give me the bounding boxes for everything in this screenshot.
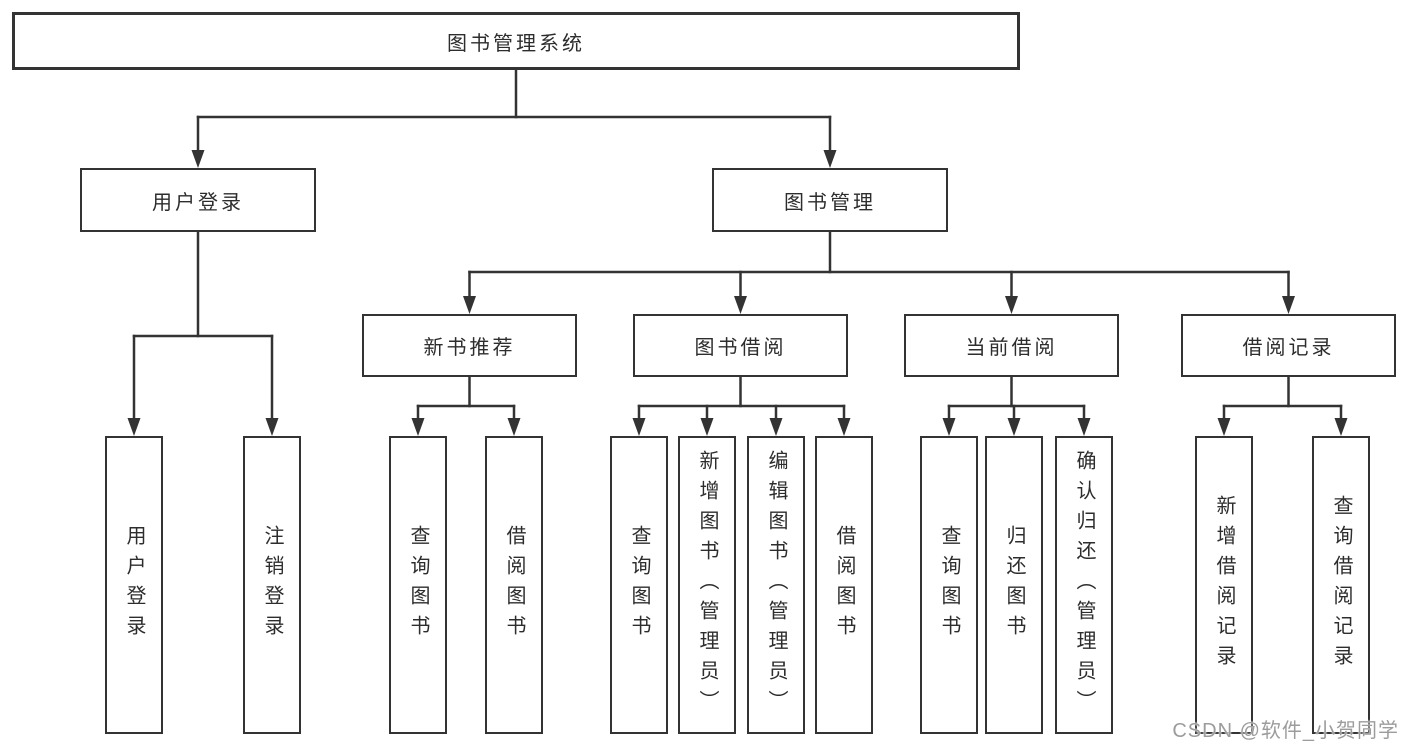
leaf-current-query-books: 查询图书: [920, 436, 978, 734]
node-borrow-records: 借阅记录: [1181, 314, 1396, 377]
leaf-recommend-borrow-books: 借阅图书: [485, 436, 543, 734]
leaf-records-add-record: 新增借阅记录: [1195, 436, 1253, 734]
leaf-borrow-add-books-admin: 新增图书（管理员）: [678, 436, 736, 734]
leaf-records-query-record: 查询借阅记录: [1312, 436, 1370, 734]
leaf-logout-login: 注销登录: [243, 436, 301, 734]
node-user-login: 用户登录: [80, 168, 316, 232]
leaf-borrow-edit-books-admin: 编辑图书（管理员）: [747, 436, 805, 734]
leaf-borrow-borrow-books: 借阅图书: [815, 436, 873, 734]
node-book-management: 图书管理: [712, 168, 948, 232]
leaf-current-return-books: 归还图书: [985, 436, 1043, 734]
node-new-book-recommend: 新书推荐: [362, 314, 577, 377]
node-library-management-system: 图书管理系统: [12, 12, 1020, 70]
node-book-borrow: 图书借阅: [633, 314, 848, 377]
leaf-user-login: 用户登录: [105, 436, 163, 734]
node-current-borrow: 当前借阅: [904, 314, 1119, 377]
leaf-recommend-query-books: 查询图书: [389, 436, 447, 734]
leaf-current-confirm-return-admin: 确认归还（管理员）: [1055, 436, 1113, 734]
watermark: CSDN @软件_小贺同学: [1172, 720, 1399, 742]
leaf-borrow-query-books: 查询图书: [610, 436, 668, 734]
